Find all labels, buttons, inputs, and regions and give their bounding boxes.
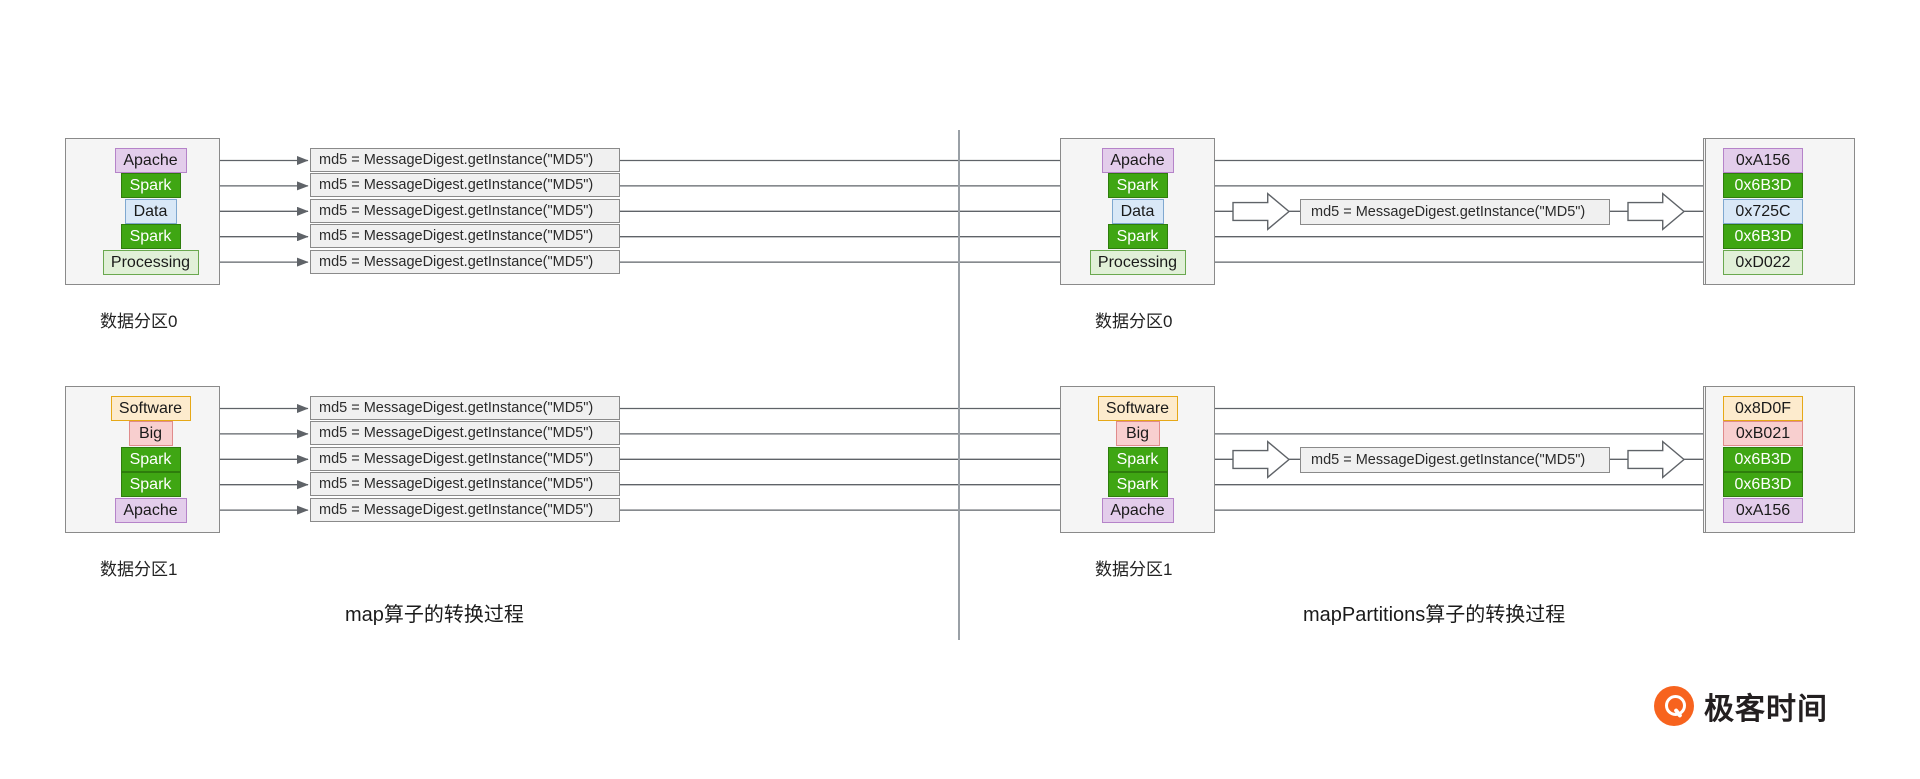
- word-chip: Software: [110, 396, 191, 421]
- word-chip: Spark: [120, 472, 181, 498]
- partition-label: 数据分区1: [100, 560, 178, 579]
- md5-code-row: md5 = MessageDigest.getInstance("MD5"): [310, 173, 620, 198]
- hash-chip: 0x6B3D: [1723, 224, 1803, 250]
- md5-code-row: md5 = MessageDigest.getInstance("MD5"): [310, 497, 620, 522]
- word-chip: Spark: [120, 224, 181, 250]
- md5-code-row: md5 = MessageDigest.getInstance("MD5"): [310, 472, 620, 497]
- md5-code-row: md5 = MessageDigest.getInstance("MD5"): [310, 148, 620, 172]
- hash-chip: 0xA156: [1723, 497, 1803, 523]
- caption-map: map算子的转换过程: [345, 604, 524, 626]
- brand-logo: 极客时间: [1654, 684, 1828, 728]
- word-chip: Spark: [120, 173, 181, 199]
- hash-chip: 0x6B3D: [1723, 446, 1803, 472]
- word-chip: Spark: [120, 446, 181, 472]
- word-chip: Processing: [102, 249, 199, 275]
- md5-code-row: md5 = MessageDigest.getInstance("MD5"): [310, 446, 620, 471]
- md5-code-row: md5 = MessageDigest.getInstance("MD5"): [310, 249, 620, 274]
- caption-mappartitions: mapPartitions算子的转换过程: [1303, 604, 1566, 626]
- word-chip: Apache: [1101, 148, 1174, 173]
- word-chip: Data: [1111, 198, 1164, 224]
- hash-chip: 0x725C: [1723, 198, 1803, 224]
- word-chip: Big: [1115, 421, 1160, 447]
- section-divider: [958, 130, 960, 640]
- hash-chip: 0x6B3D: [1723, 173, 1803, 199]
- partition-label: 数据分区0: [1095, 312, 1173, 331]
- brand-mark-icon: [1654, 686, 1694, 726]
- word-chip: Software: [1097, 396, 1178, 421]
- word-chip: Spark: [1107, 173, 1168, 199]
- md5-code-row: md5 = MessageDigest.getInstance("MD5"): [310, 198, 620, 223]
- hash-chip: 0xB021: [1723, 421, 1803, 447]
- word-chip: Spark: [1107, 224, 1168, 250]
- hash-chip: 0xD022: [1723, 249, 1803, 275]
- md5-code-row: md5 = MessageDigest.getInstance("MD5"): [310, 224, 620, 249]
- partition-label: 数据分区0: [100, 312, 178, 331]
- md5-code-box: md5 = MessageDigest.getInstance("MD5"): [1300, 446, 1610, 473]
- word-chip: Apache: [114, 497, 187, 523]
- word-chip: Data: [124, 198, 177, 224]
- word-chip: Apache: [114, 148, 187, 173]
- hash-chip: 0x6B3D: [1723, 472, 1803, 498]
- md5-code-row: md5 = MessageDigest.getInstance("MD5"): [310, 396, 620, 420]
- brand-name: 极客时间: [1704, 693, 1828, 726]
- md5-code-row: md5 = MessageDigest.getInstance("MD5"): [310, 421, 620, 446]
- word-chip: Spark: [1107, 472, 1168, 498]
- word-chip: Spark: [1107, 446, 1168, 472]
- word-chip: Processing: [1089, 249, 1186, 275]
- word-chip: Big: [128, 421, 173, 447]
- hash-chip: 0x8D0F: [1723, 396, 1803, 421]
- word-chip: Apache: [1101, 497, 1174, 523]
- hash-chip: 0xA156: [1723, 148, 1803, 173]
- partition-label: 数据分区1: [1095, 560, 1173, 579]
- md5-code-box: md5 = MessageDigest.getInstance("MD5"): [1300, 198, 1610, 225]
